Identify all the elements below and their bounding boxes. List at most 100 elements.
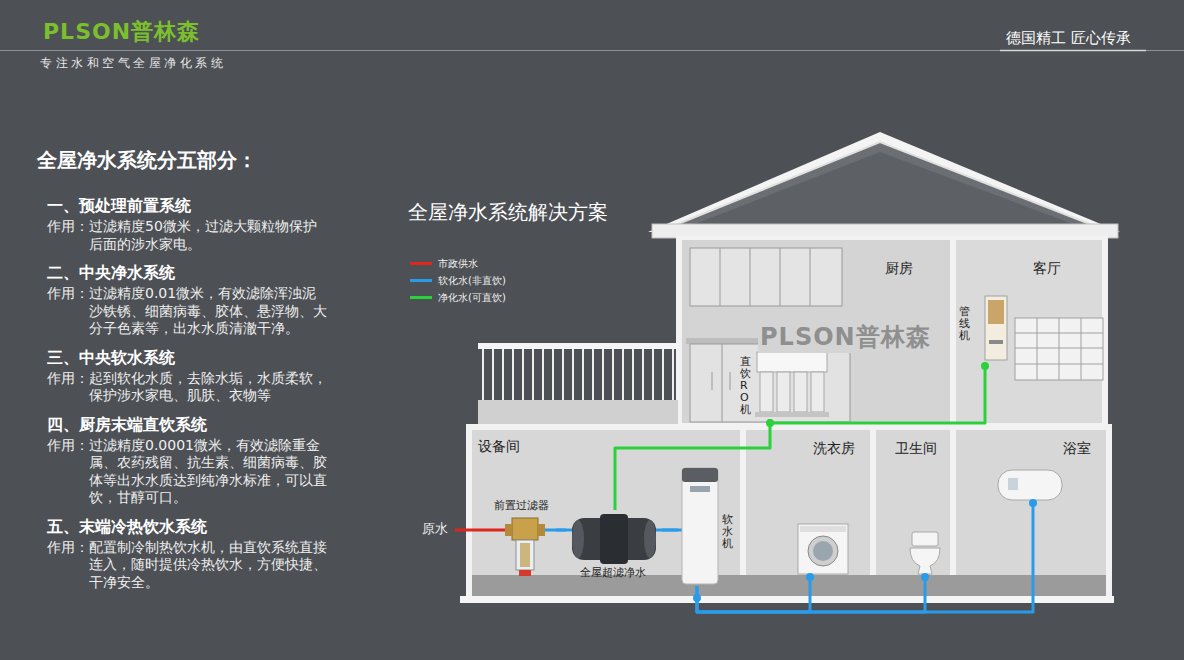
legend-swatch [410,296,432,299]
device-box: 前置过滤器 [490,497,556,583]
legend-text: 净化水(可直饮) [438,291,506,305]
roof-outline [648,132,1120,232]
balcony-bars [483,349,673,400]
prefilter-flange [538,524,545,536]
room-box: 洗衣房 [745,428,872,575]
raw-water-pipe [455,529,508,532]
lower-cabinet [690,344,850,422]
softener-panel [690,486,710,492]
room-box: 卫生间 [875,428,952,575]
section-heading: 全屋净水系统分五部分： [37,146,327,174]
ro-cartridge [777,372,790,412]
ro-cartridge [811,372,824,412]
room-label: 厨房 [885,260,913,278]
water-pipe [556,529,566,532]
legend-row: 净化水(可直饮) [410,289,506,306]
water-pipe [615,419,770,510]
prefilter-cartridge [520,543,530,567]
eave [652,224,1118,238]
base-slab [460,596,1114,603]
living-area [956,240,1102,423]
roof-core [690,152,1078,226]
room-box: 浴室 [955,428,1110,575]
dispenser-panel [988,300,1004,324]
device-label: 管线机 [959,306,970,342]
lower-wall [466,424,1112,600]
watermark: PLSON普林森 [758,321,933,353]
bookshelf [1015,318,1103,380]
upper-wall [676,236,1108,428]
part-body: 作用：过滤精度0.01微米，有效滤除浑浊泥沙铁锈、细菌病毒、胶体、悬浮物、大分子… [37,285,327,338]
device-label: 直饮RO机 [740,356,751,416]
water-pipe [697,575,925,612]
room-label: 客厅 [1033,260,1061,278]
softener-body [682,468,718,584]
dispenser-tray [989,340,1003,344]
water-pipe [697,575,810,612]
room-box: 设备间前置过滤器全屋超滤净水软水机 [470,428,742,575]
cabinet-dividers [720,248,810,306]
inlet-label: 原水 [422,520,448,538]
washer-body [798,524,848,574]
laundry-area [746,430,870,575]
legend-text: 市政供水 [438,257,478,271]
ultrafilter-cap [644,520,656,558]
legend-swatch [410,279,432,282]
ro-housing [757,352,827,372]
legend-text: 软化水(非直饮) [438,274,506,288]
device-box: 管线机 [957,292,1009,364]
legend-swatch [410,262,432,265]
ro-cartridge [794,372,807,412]
part-title: 三、中央软水系统 [37,348,327,368]
header-accent [1000,50,1146,52]
softener-head [682,468,718,482]
bookshelf-grid [1015,318,1103,380]
water-pipe [770,364,985,423]
upper-cabinet [690,248,842,306]
toilet-tank [912,532,938,546]
legend-row: 软化水(非直饮) [410,272,506,289]
water-pipe [697,575,1033,612]
brand-logo: PLSON普林森 [43,17,200,47]
toilet-bowl [910,548,940,574]
balcony-floor [478,400,678,426]
device-box: 全屋超滤净水 [566,510,662,582]
floor-strip [472,575,1106,596]
room-label: 设备间 [478,438,520,456]
legend-row: 市政供水 [410,255,506,272]
dispenser-body [985,296,1007,360]
prefilter-flange [505,524,512,536]
bathroom-area [956,430,1106,575]
part-title: 四、厨房末端直饮系统 [37,415,327,435]
part-body: 作用：过滤精度50微米，过滤大颗粒物保护后面的涉水家电。 [37,218,327,253]
part-body: 作用：过滤精度0.0001微米，有效滤除重金属、农药残留、抗生素、细菌病毒、胶体… [37,437,327,507]
room-label: 洗衣房 [813,440,855,458]
part-title: 二、中央净水系统 [37,263,327,283]
device-label: 软水机 [722,514,733,550]
device-label: 全屋超滤净水 [580,565,646,580]
device-box: 直饮RO机 [736,348,834,419]
joint-dot [1029,499,1037,507]
ro-cartridge [760,372,773,412]
washer-door [808,536,838,566]
header-motto: 德国精工 匠心传承 [1006,29,1131,48]
room-label: 浴室 [1063,440,1091,458]
legend: 市政供水软化水(非直饮) 净化水(可直饮) [410,255,506,306]
balcony-rail [478,343,678,349]
heater-pipe [1032,500,1035,575]
ro-base [755,412,829,417]
washer-glass [813,541,833,561]
soft-water-stub [656,529,682,532]
device-box: 软水机 [678,462,740,586]
kitchen-area [682,240,950,423]
room-label: 卫生间 [895,440,937,458]
roof-inner [668,142,1100,228]
part-body: 作用：配置制冷制热饮水机，由直饮系统直接连入，随时提供冷热饮水，方便快捷、干净安… [37,539,327,592]
part-title: 一、预处理前置系统 [37,196,327,216]
header-rule [0,50,1184,51]
room-box: 客厅管线机 [955,238,1105,423]
prefilter-knob [519,570,531,576]
text-column: 全屋净水系统分五部分： 一、预处理前置系统作用：过滤精度50微米，过滤大颗粒物保护… [37,146,327,591]
prefilter-bowl [516,540,534,570]
